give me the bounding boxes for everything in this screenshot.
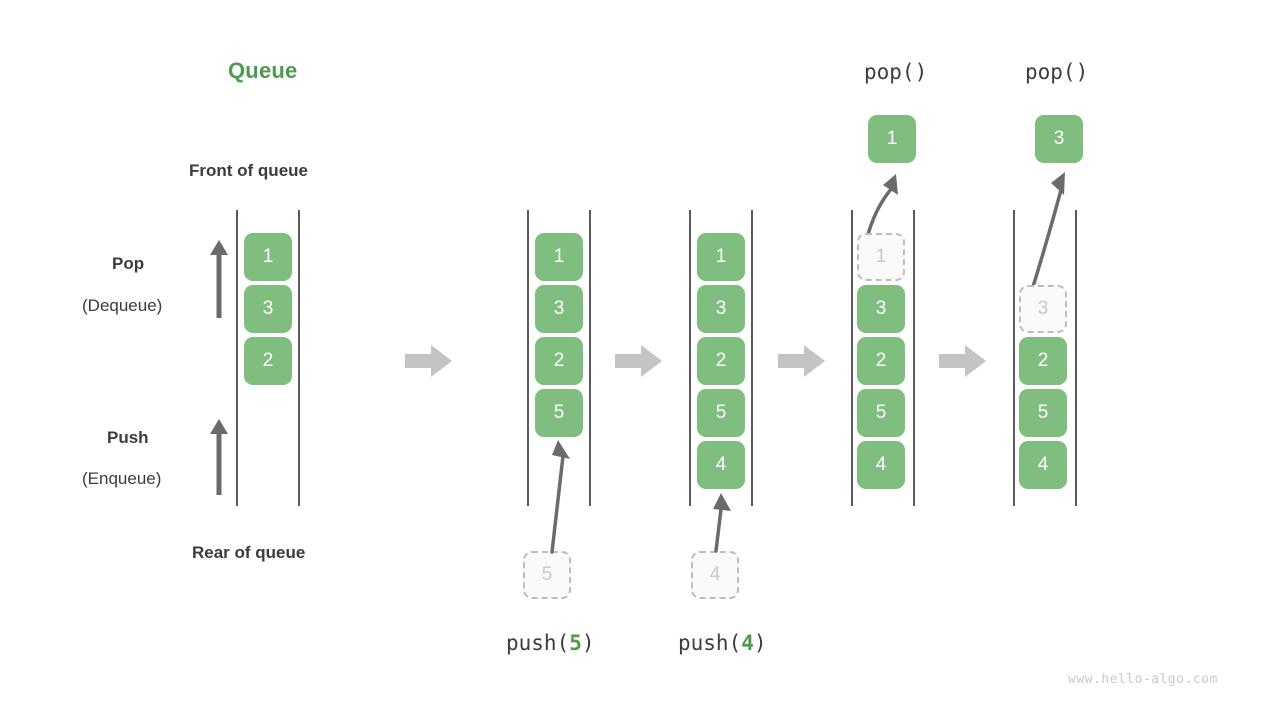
operation-label-push-4: push(4) [678, 631, 767, 655]
popped-cell: 1 [868, 115, 916, 163]
queue-rail-left-4 [851, 210, 853, 506]
popped-cell: 3 [1035, 115, 1083, 163]
queue-rail-left-5 [1013, 210, 1015, 506]
transition-arrow [615, 344, 663, 378]
queue-cell: 2 [244, 337, 292, 385]
queue-cell: 2 [697, 337, 745, 385]
operation-label-push-5: push(5) [506, 631, 595, 655]
popped-ghost-cell: 1 [857, 233, 905, 281]
queue-cell: 5 [857, 389, 905, 437]
watermark: www.hello-algo.com [1068, 672, 1218, 687]
popped-ghost-cell: 3 [1019, 285, 1067, 333]
queue-cell: 3 [857, 285, 905, 333]
queue-rail-right-1 [298, 210, 300, 506]
push-prefix: push( [678, 631, 742, 655]
transition-arrow [778, 344, 826, 378]
queue-cell: 3 [535, 285, 583, 333]
queue-rail-left-3 [689, 210, 691, 506]
incoming-ghost-cell: 4 [691, 551, 739, 599]
incoming-ghost-cell: 5 [523, 551, 571, 599]
queue-cell: 5 [697, 389, 745, 437]
queue-rail-right-5 [1075, 210, 1077, 506]
push-label: Push [107, 428, 149, 447]
queue-rail-right-2 [589, 210, 591, 506]
queue-rail-right-4 [913, 210, 915, 506]
push-suffix: ) [581, 631, 595, 655]
queue-cell-incoming: 4 [697, 441, 745, 489]
queue-rail-left-1 [236, 210, 238, 506]
pop-label: Pop [112, 254, 145, 273]
push-value: 5 [569, 631, 582, 655]
page-title: Queue [228, 58, 298, 83]
queue-cell: 2 [857, 337, 905, 385]
queue-cell: 4 [1019, 441, 1067, 489]
dequeue-label: (Dequeue) [82, 296, 163, 315]
enqueue-label: (Enqueue) [82, 469, 162, 488]
pop-arrow [855, 168, 915, 240]
push-direction-arrow [206, 417, 232, 499]
transition-arrow [405, 344, 453, 378]
front-of-queue-label: Front of queue [189, 161, 308, 180]
queue-rail-right-3 [751, 210, 753, 506]
queue-cell: 5 [1019, 389, 1067, 437]
queue-cell: 3 [244, 285, 292, 333]
queue-cell-incoming: 5 [535, 389, 583, 437]
push-suffix: ) [753, 631, 767, 655]
queue-cell: 1 [244, 233, 292, 281]
rear-of-queue-label: Rear of queue [192, 543, 306, 562]
push-arrow [702, 489, 742, 553]
queue-cell: 3 [697, 285, 745, 333]
queue-cell: 2 [535, 337, 583, 385]
pop-direction-arrow [206, 238, 232, 320]
pop-arrow [1018, 168, 1088, 292]
queue-cell: 2 [1019, 337, 1067, 385]
push-arrow [536, 436, 580, 554]
push-prefix: push( [506, 631, 570, 655]
operation-label-pop-2: pop() [1025, 60, 1089, 84]
queue-rail-left-2 [527, 210, 529, 506]
queue-cell: 4 [857, 441, 905, 489]
queue-cell: 1 [535, 233, 583, 281]
transition-arrow [939, 344, 987, 378]
queue-cell: 1 [697, 233, 745, 281]
push-value: 4 [741, 631, 754, 655]
operation-label-pop-1: pop() [864, 60, 928, 84]
